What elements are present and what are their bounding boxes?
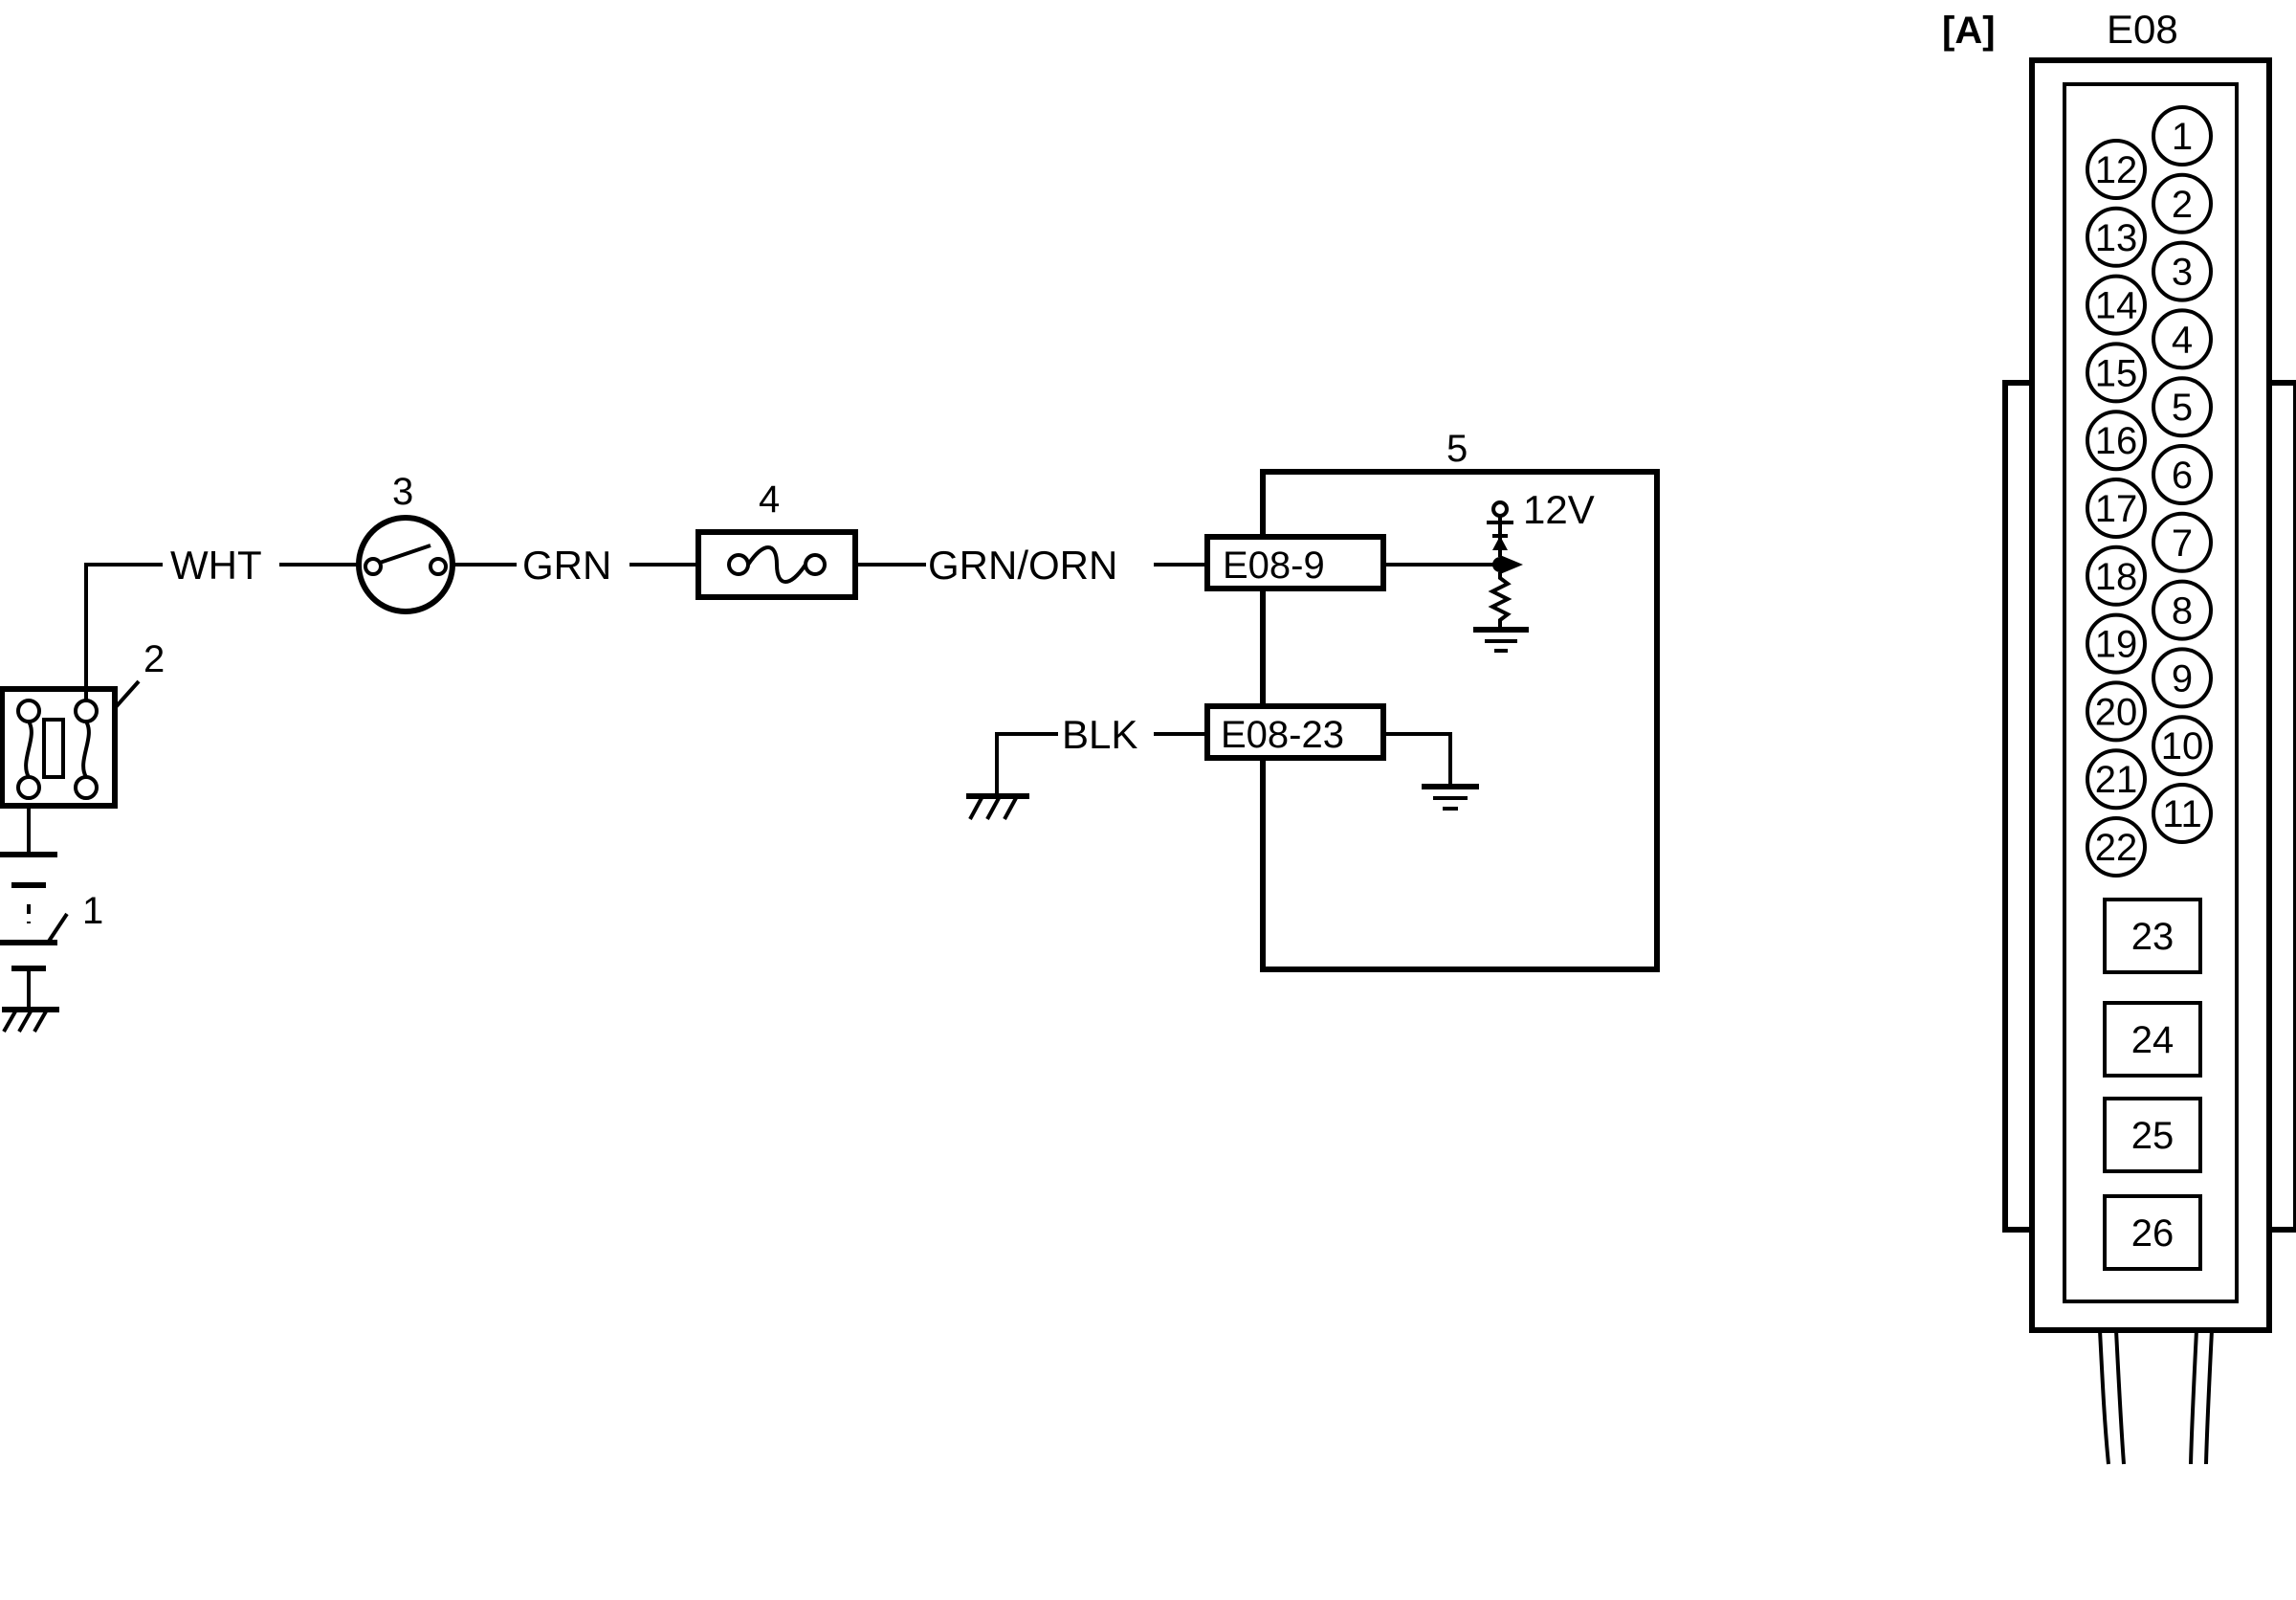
- connector-pin-label: 11: [2162, 793, 2202, 835]
- connector-pin-2: 2: [2152, 172, 2213, 234]
- connector-pin-label: 2: [2172, 184, 2193, 226]
- wire-label-blk: BLK: [1062, 712, 1137, 757]
- connector-pin-label: 12: [2095, 149, 2138, 191]
- callout-battery: 1: [82, 890, 103, 932]
- connector-pin-label: 10: [2161, 725, 2204, 767]
- ignition-switch-symbol: [356, 515, 455, 614]
- callout-fuse: 4: [759, 478, 780, 521]
- fuse-symbol: [695, 529, 858, 600]
- ground-symbol-chassis: [966, 793, 1029, 820]
- callout-fuse-box: 2: [144, 638, 165, 680]
- fuse-box-symbol: [0, 686, 118, 809]
- connector-pin-label: 26: [2131, 1212, 2175, 1255]
- callout-leader-fuse-box: [113, 679, 141, 710]
- ground-symbol-battery: [2, 1007, 59, 1033]
- connector-name: E08: [2107, 7, 2178, 52]
- connector-pin-20: 20: [2086, 680, 2147, 743]
- ground-symbol-module: [1422, 784, 1479, 811]
- connector-pin-7: 7: [2152, 511, 2213, 573]
- connector-pin-12: 12: [2086, 139, 2147, 200]
- connector-pin-label: 18: [2095, 556, 2138, 598]
- connector-pin-26: 26: [2103, 1194, 2202, 1271]
- connector-pin-label: 7: [2172, 522, 2193, 565]
- connector-pin-23: 23: [2103, 898, 2202, 974]
- connector-pin-label: 20: [2095, 691, 2138, 733]
- connector-pin-label: 21: [2095, 759, 2138, 801]
- connector-pin-17: 17: [2086, 478, 2147, 539]
- connector-pin-label: 23: [2131, 916, 2175, 958]
- connector-pin-15: 15: [2086, 342, 2147, 404]
- callout-ignition-switch: 3: [392, 471, 413, 513]
- connector-pin-6: 6: [2152, 444, 2213, 505]
- terminal-label-e08-9: E08-9: [1223, 544, 1325, 587]
- connector-pin-5: 5: [2152, 376, 2213, 438]
- callout-leader-battery: [46, 912, 69, 944]
- connector-pin-label: 8: [2172, 590, 2193, 633]
- connector-pin-label: 24: [2131, 1019, 2175, 1061]
- connector-pin-1: 1: [2152, 105, 2213, 167]
- terminal-label-e08-23: E08-23: [1221, 714, 1344, 756]
- connector-pin-19: 19: [2086, 612, 2147, 675]
- ground-line-e08-23: [1383, 732, 1452, 785]
- connector-pin-11: 11: [2152, 783, 2213, 844]
- connector-pin-24: 24: [2103, 1001, 2202, 1078]
- connector-pin-10: 10: [2152, 715, 2213, 777]
- wire-wht-left: [84, 563, 163, 700]
- connector-pin-21: 21: [2086, 748, 2147, 811]
- wire-blk-left: [995, 732, 1058, 794]
- wire-label-grn-orn: GRN/ORN: [928, 543, 1117, 588]
- connector-pin-label: 6: [2172, 455, 2193, 497]
- connector-pin-label: 14: [2095, 285, 2138, 327]
- connector-pin-3: 3: [2152, 240, 2213, 302]
- connector-pin-18: 18: [2086, 544, 2147, 607]
- connector-pin-label: 22: [2095, 827, 2138, 869]
- connector-pin-13: 13: [2086, 206, 2147, 268]
- view-tag: [A]: [1942, 10, 1996, 52]
- connector-pin-22: 22: [2086, 816, 2147, 878]
- pull-up-resistor-circuit: [1473, 500, 1529, 653]
- connector-e08-housing: [2002, 57, 2296, 1465]
- supply-voltage-label: 12V: [1523, 487, 1595, 532]
- connector-pin-25: 25: [2103, 1097, 2202, 1173]
- connector-pin-label: 16: [2095, 420, 2138, 462]
- connector-pin-label: 13: [2095, 217, 2138, 259]
- battery-symbol: [0, 804, 57, 1008]
- connector-pin-label: 9: [2172, 657, 2193, 700]
- connector-pin-label: 1: [2172, 116, 2193, 158]
- connector-pin-16: 16: [2086, 410, 2147, 472]
- connector-pin-label: 4: [2172, 319, 2193, 361]
- connector-pin-label: 17: [2095, 488, 2138, 530]
- connector-pin-4: 4: [2152, 308, 2213, 370]
- connector-pin-label: 3: [2172, 252, 2193, 294]
- callout-control-module: 5: [1446, 428, 1468, 470]
- connector-pins: 1234567891011121314151617181920212223242…: [2086, 105, 2213, 1271]
- connector-pin-label: 5: [2172, 387, 2193, 429]
- connector-pin-9: 9: [2152, 647, 2213, 709]
- wire-label-grn: GRN: [522, 543, 611, 588]
- connector-pin-14: 14: [2086, 274, 2147, 336]
- connector-pin-label: 19: [2095, 624, 2138, 666]
- connector-pin-label: 25: [2131, 1115, 2175, 1157]
- connector-pin-8: 8: [2152, 579, 2213, 641]
- wire-label-wht: WHT: [170, 543, 262, 588]
- connector-pin-label: 15: [2095, 352, 2138, 394]
